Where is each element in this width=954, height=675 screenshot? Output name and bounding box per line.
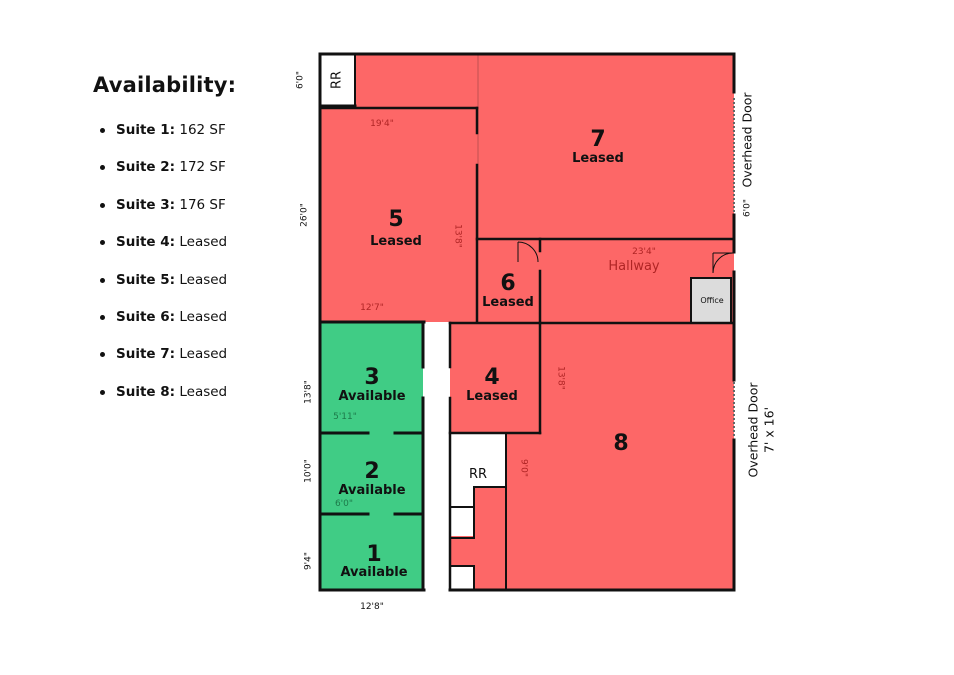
door-swing-hallway bbox=[712, 252, 734, 274]
legend-item-suite-2: Suite 2: 172 SF bbox=[100, 159, 227, 196]
suite-1-number: 1 bbox=[366, 542, 381, 567]
suite-4-area[interactable] bbox=[450, 323, 540, 433]
office-label: Office bbox=[700, 296, 723, 305]
suite-3-status: Available bbox=[338, 389, 405, 404]
room-labels: RR 7 Leased 5 Leased 6 Leased Hallway Of… bbox=[330, 71, 777, 580]
dim-left-rr-height: 6'0" bbox=[296, 71, 306, 89]
overhead-door-top-label: Overhead Door bbox=[740, 92, 755, 188]
bullet-icon bbox=[100, 389, 105, 395]
legend-item-suite-5: Suite 5: Leased bbox=[100, 272, 227, 309]
legend-item-value: Leased bbox=[179, 383, 228, 400]
suite-2-number: 2 bbox=[364, 459, 379, 484]
suite-4-number: 4 bbox=[484, 365, 499, 390]
bullet-icon bbox=[100, 202, 105, 208]
bullet-icon bbox=[100, 277, 105, 283]
dim-suite8-lower-height: 9'0" bbox=[519, 459, 529, 477]
legend-item-name: Suite 8: bbox=[116, 383, 176, 400]
legend-item-suite-8: Suite 8: Leased bbox=[100, 384, 227, 421]
suite-8-number: 8 bbox=[613, 431, 628, 456]
legend-item-value: Leased bbox=[179, 346, 228, 363]
legend-item-name: Suite 6: bbox=[116, 308, 176, 325]
dim-hallway-width: 23'4" bbox=[632, 247, 656, 257]
legend-item-value: 172 SF bbox=[179, 159, 226, 176]
legend-item-value: Leased bbox=[179, 234, 228, 251]
suite-7-number: 7 bbox=[590, 127, 605, 152]
bullet-icon bbox=[100, 352, 105, 358]
dim-suite3-width: 5'11" bbox=[333, 412, 357, 422]
suite-5-status: Leased bbox=[370, 234, 422, 249]
overhead-door-bottom-label: Overhead Door bbox=[746, 382, 761, 478]
suite-8-area-side bbox=[474, 487, 506, 589]
dim-suite2-width: 6'0" bbox=[335, 499, 353, 509]
suite-8-area-lower[interactable] bbox=[506, 433, 734, 589]
legend-item-name: Suite 5: bbox=[116, 271, 176, 288]
legend-item-name: Suite 1: bbox=[116, 122, 176, 138]
legend-item-name: Suite 3: bbox=[116, 196, 176, 213]
dim-left-suite2-height: 10'0" bbox=[304, 459, 314, 483]
legend-item-suite-3: Suite 3: 176 SF bbox=[100, 197, 227, 234]
legend-item-value: Leased bbox=[179, 271, 228, 288]
doors bbox=[517, 98, 735, 438]
legend-item-value: Leased bbox=[179, 308, 228, 325]
suite-7-status: Leased bbox=[572, 151, 624, 166]
dim-left-suite3-height: 13'8" bbox=[304, 380, 314, 404]
suite-2-status: Available bbox=[338, 483, 405, 498]
suite-8-area-upper[interactable] bbox=[540, 323, 734, 433]
suite-6-number: 6 bbox=[500, 271, 515, 296]
restroom-top-label: RR bbox=[330, 71, 345, 89]
suite-6-area[interactable] bbox=[477, 239, 540, 322]
dim-suite8-height: 13'8" bbox=[556, 366, 566, 390]
bullet-icon bbox=[100, 240, 105, 246]
suite-3-area[interactable] bbox=[320, 323, 423, 433]
legend-title: Availability: bbox=[93, 73, 237, 97]
dim-left-suite1-height: 9'4" bbox=[304, 552, 314, 570]
bullet-icon bbox=[100, 165, 105, 171]
room-fills bbox=[320, 54, 734, 590]
suite-5-area[interactable] bbox=[320, 108, 477, 322]
legend-item-name: Suite 7: bbox=[116, 346, 176, 363]
legend-item-suite-4: Suite 4: Leased bbox=[100, 234, 227, 271]
dimension-labels: 6'0" 26'0" 13'8" 10'0" 9'4" 12'8" 19'4" … bbox=[296, 71, 753, 612]
door-swing-suite-6 bbox=[517, 241, 539, 263]
legend-list: Suite 1: 162 SF Suite 2: 172 SF Suite 3:… bbox=[100, 122, 227, 421]
suite-2-area[interactable] bbox=[320, 433, 423, 514]
bullet-icon bbox=[100, 314, 105, 320]
office-area[interactable] bbox=[691, 278, 731, 323]
restroom-mid-label: RR bbox=[469, 467, 487, 482]
suite-6-status: Leased bbox=[482, 295, 534, 310]
dim-bottom-width: 12'8" bbox=[360, 602, 384, 612]
dim-suite5-inner-height: 13'8" bbox=[453, 224, 463, 248]
legend-item-value: 176 SF bbox=[179, 196, 226, 213]
hallway-label: Hallway bbox=[608, 259, 660, 274]
legend-item-suite-1: Suite 1: 162 SF bbox=[100, 122, 227, 159]
walls bbox=[318, 52, 736, 592]
overhead-door-bottom-size: 7' x 16' bbox=[762, 407, 777, 453]
legend-item-value: 162 SF bbox=[179, 122, 226, 138]
legend-item-name: Suite 2: bbox=[116, 159, 176, 176]
bullet-icon bbox=[100, 128, 105, 133]
dim-suite5-top-width: 19'4" bbox=[370, 119, 394, 129]
suite-3-number: 3 bbox=[364, 365, 379, 390]
legend-item-suite-6: Suite 6: Leased bbox=[100, 309, 227, 346]
dim-suite5-bottom-width: 12'7" bbox=[360, 303, 384, 313]
suite-1-status: Available bbox=[340, 565, 407, 580]
suite-4-status: Leased bbox=[466, 389, 518, 404]
dim-right-top-door: 6'0" bbox=[743, 199, 753, 217]
dim-left-suite5-height: 26'0" bbox=[300, 203, 310, 227]
suite-5-number: 5 bbox=[388, 207, 403, 232]
legend-item-suite-7: Suite 7: Leased bbox=[100, 346, 227, 383]
suite-1-area[interactable] bbox=[320, 514, 423, 590]
legend-item-name: Suite 4: bbox=[116, 234, 176, 251]
